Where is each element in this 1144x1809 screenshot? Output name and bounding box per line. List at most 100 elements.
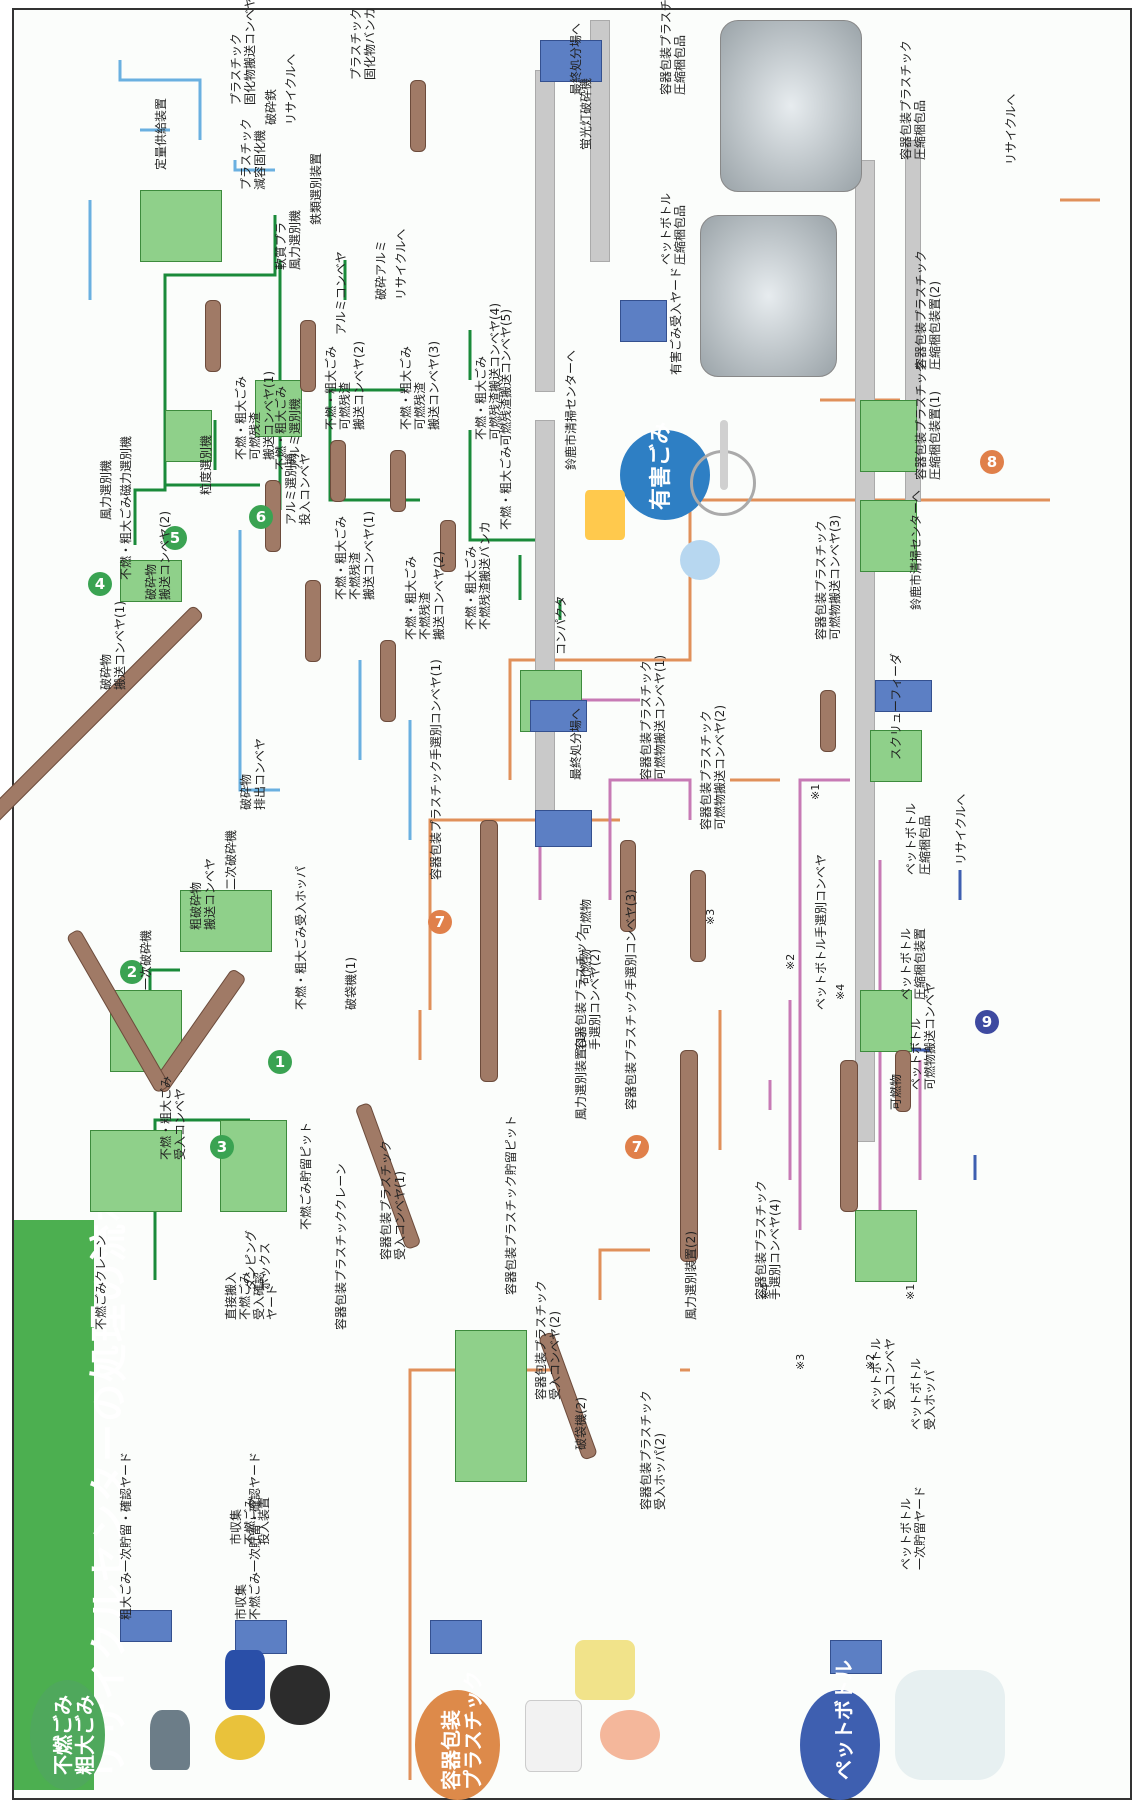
magnetic-separator <box>120 560 182 602</box>
label-l10: 一次破砕機 <box>139 929 153 990</box>
plastic-compactor <box>140 190 222 262</box>
label-l69: ペットボトル 受入ホッパ <box>909 1357 937 1430</box>
flow-green-1 <box>153 1118 250 1280</box>
conveyor-hand-sort-3 <box>680 1050 698 1262</box>
compression-baler-2 <box>860 400 917 472</box>
label-l57: 可燃物 <box>579 898 593 935</box>
label-l47: 容器包装プラスチック貯留ピット <box>504 1115 518 1295</box>
label-l39: プラスチック 固化物搬送コンベヤ <box>229 0 257 105</box>
label-l80: 容器包装プラスチック 圧縮梱包品 <box>659 0 687 95</box>
conveyor-comb-4 <box>390 450 406 512</box>
conveyor-comb-plastic-2 <box>690 870 706 962</box>
flow-blue-1 <box>238 530 280 792</box>
flow-orange-4 <box>598 1248 650 1300</box>
label-l21: 不燃・粗大ごみ 不燃残渣 搬送コンベヤ(2) <box>404 551 446 640</box>
conveyor-comb-3 <box>330 440 346 502</box>
label-l15: 破砕物 搬送コンベヤ(2) <box>144 511 172 600</box>
conveyor-alu <box>300 320 316 392</box>
label-l65: 容器包装プラスチック 圧縮梱包装置(2) <box>914 250 942 370</box>
label-l55: 容器包装プラスチック手選別コンベヤ(3) <box>624 889 638 1110</box>
label-l34: リサイクルへ <box>394 228 408 300</box>
label-l67: リサイクルへ <box>1004 93 1018 165</box>
label-l24: 不燃・粗大ごみ 可燃残渣 搬送コンベヤ(1) <box>234 371 276 460</box>
label-l49: 破袋機(1) <box>344 957 358 1010</box>
label-l78: 蛍光灯破砕機 <box>579 77 593 150</box>
pet-baler <box>860 990 912 1052</box>
flow-purple-5 <box>798 778 850 1230</box>
label-l04: 不燃ごみクレーン <box>94 1234 108 1330</box>
storage-pit-plastic <box>455 1330 527 1482</box>
label-l18: 粒度選別機 <box>199 434 213 495</box>
bale-container-plastic <box>720 20 862 192</box>
badge-8: 8 <box>980 450 1004 474</box>
conveyor-comb-plastic-1 <box>620 840 636 932</box>
label-l70: ペットボトル 受入コンベヤ <box>869 1337 897 1410</box>
label-l61: 容器包装プラスチック 可燃物搬送コンベヤ(3) <box>814 515 842 640</box>
label-l48: 容器包装プラスチック 受入ホッパ(2) <box>639 1390 667 1510</box>
conveyor-pet-comb <box>895 1050 911 1112</box>
pet-hopper <box>855 1210 917 1282</box>
umbrella-icon <box>150 1710 190 1770</box>
label-l58: 可燃物 <box>579 948 593 985</box>
label-l26: 不燃・粗大ごみ 可燃残渣 搬送コンベヤ(2) <box>324 341 366 430</box>
label-l23: 最終処分場へ <box>569 707 583 780</box>
category-pet-circle <box>800 1690 880 1800</box>
category-hazardous-label: 有害ごみ <box>649 421 674 510</box>
label-l60: 容器包装プラスチック 可燃物搬送コンベヤ(2) <box>699 705 727 830</box>
label-n2: ※2 <box>864 1353 877 1370</box>
conveyor-comb-5 <box>440 520 456 572</box>
conveyor-comb-plastic-3 <box>820 690 836 752</box>
flow-green-8 <box>328 388 405 430</box>
label-n3: ※3 <box>794 1353 807 1370</box>
label-l76: リサイクルへ <box>954 793 968 865</box>
category-plastic-circle <box>415 1690 500 1800</box>
conveyor-pet-hand <box>840 1060 858 1212</box>
storage-pit-ncomb <box>220 1120 287 1212</box>
plastic-bag-icon <box>525 1700 582 1772</box>
label-l32: アルミコンベヤ <box>334 251 348 335</box>
conveyor-hand-sort-1 <box>480 820 498 1082</box>
label-l31: 鈴鹿市清掃センターへ <box>564 349 578 470</box>
flow-green-9 <box>468 430 540 542</box>
label-l42: 破砕鉄 <box>264 88 278 125</box>
label-l37: 定量供給装置 <box>154 97 168 170</box>
label-l16: 不燃・粗大ごみ磁力選別機 <box>119 435 133 580</box>
label-l45: 容器包装プラスチック 受入コンベヤ(1) <box>379 1140 407 1260</box>
label-l54: 容器包装プラスチック手選別コンベヤ(1) <box>429 659 443 880</box>
label-l75: ペットボトル 圧縮梱包品 <box>904 802 932 875</box>
category-noncomb-label: 不燃ごみ 粗大ごみ <box>51 1695 97 1775</box>
label-l62: スクリューフィーダ <box>889 652 903 760</box>
label-l66: 容器包装プラスチック 圧縮梱包品 <box>899 40 927 160</box>
flow-purple-2 <box>608 778 692 900</box>
boot-icon <box>225 1650 265 1710</box>
cup-noodle-icon <box>600 1710 660 1760</box>
battery-icon <box>585 490 625 540</box>
conveyor-comb-1 <box>205 300 221 372</box>
badge-7b: 7 <box>625 1135 649 1159</box>
label-n1b: ※1 <box>809 783 822 800</box>
label-l38: プラスチック 減容固化機 <box>239 118 267 190</box>
truck-landfill-3 <box>535 810 592 847</box>
label-n1: ※1 <box>904 1283 917 1300</box>
label-l64: 容器包装プラスチック 圧縮梱包装置(1) <box>914 360 942 480</box>
label-l74: ペットボトル 圧縮梱包装置 <box>899 927 927 1000</box>
label-l36: 鉄類選別装置 <box>309 152 323 225</box>
category-pet-label: ペットボトル <box>832 1660 856 1780</box>
badge-4: 4 <box>88 572 112 596</box>
label-n4b: ※4 <box>834 983 847 1000</box>
label-l11: 粗破砕物 搬送コンベヤ <box>189 857 217 930</box>
truck-suzuka <box>530 700 587 732</box>
label-l77: 有害ごみ受入ヤード <box>669 266 683 375</box>
badge-9: 9 <box>975 1010 999 1034</box>
label-l09: 不燃・粗大ごみ受入ホッパ <box>294 865 308 1010</box>
ground-strip-2 <box>535 70 555 392</box>
ground-strip-1 <box>535 420 555 822</box>
label-n2b: ※2 <box>784 953 797 970</box>
truck-hazardous <box>620 300 667 342</box>
label-l79: ペットボトル 圧縮梱包品 <box>659 192 687 265</box>
label-l44: 容器包装プラスチッククレーン <box>334 1163 348 1330</box>
label-l63: 鈴鹿市清掃センターへ <box>909 489 923 610</box>
label-l20: 不燃・粗大ごみ 不燃残渣 搬送コンベヤ(1) <box>334 511 376 600</box>
